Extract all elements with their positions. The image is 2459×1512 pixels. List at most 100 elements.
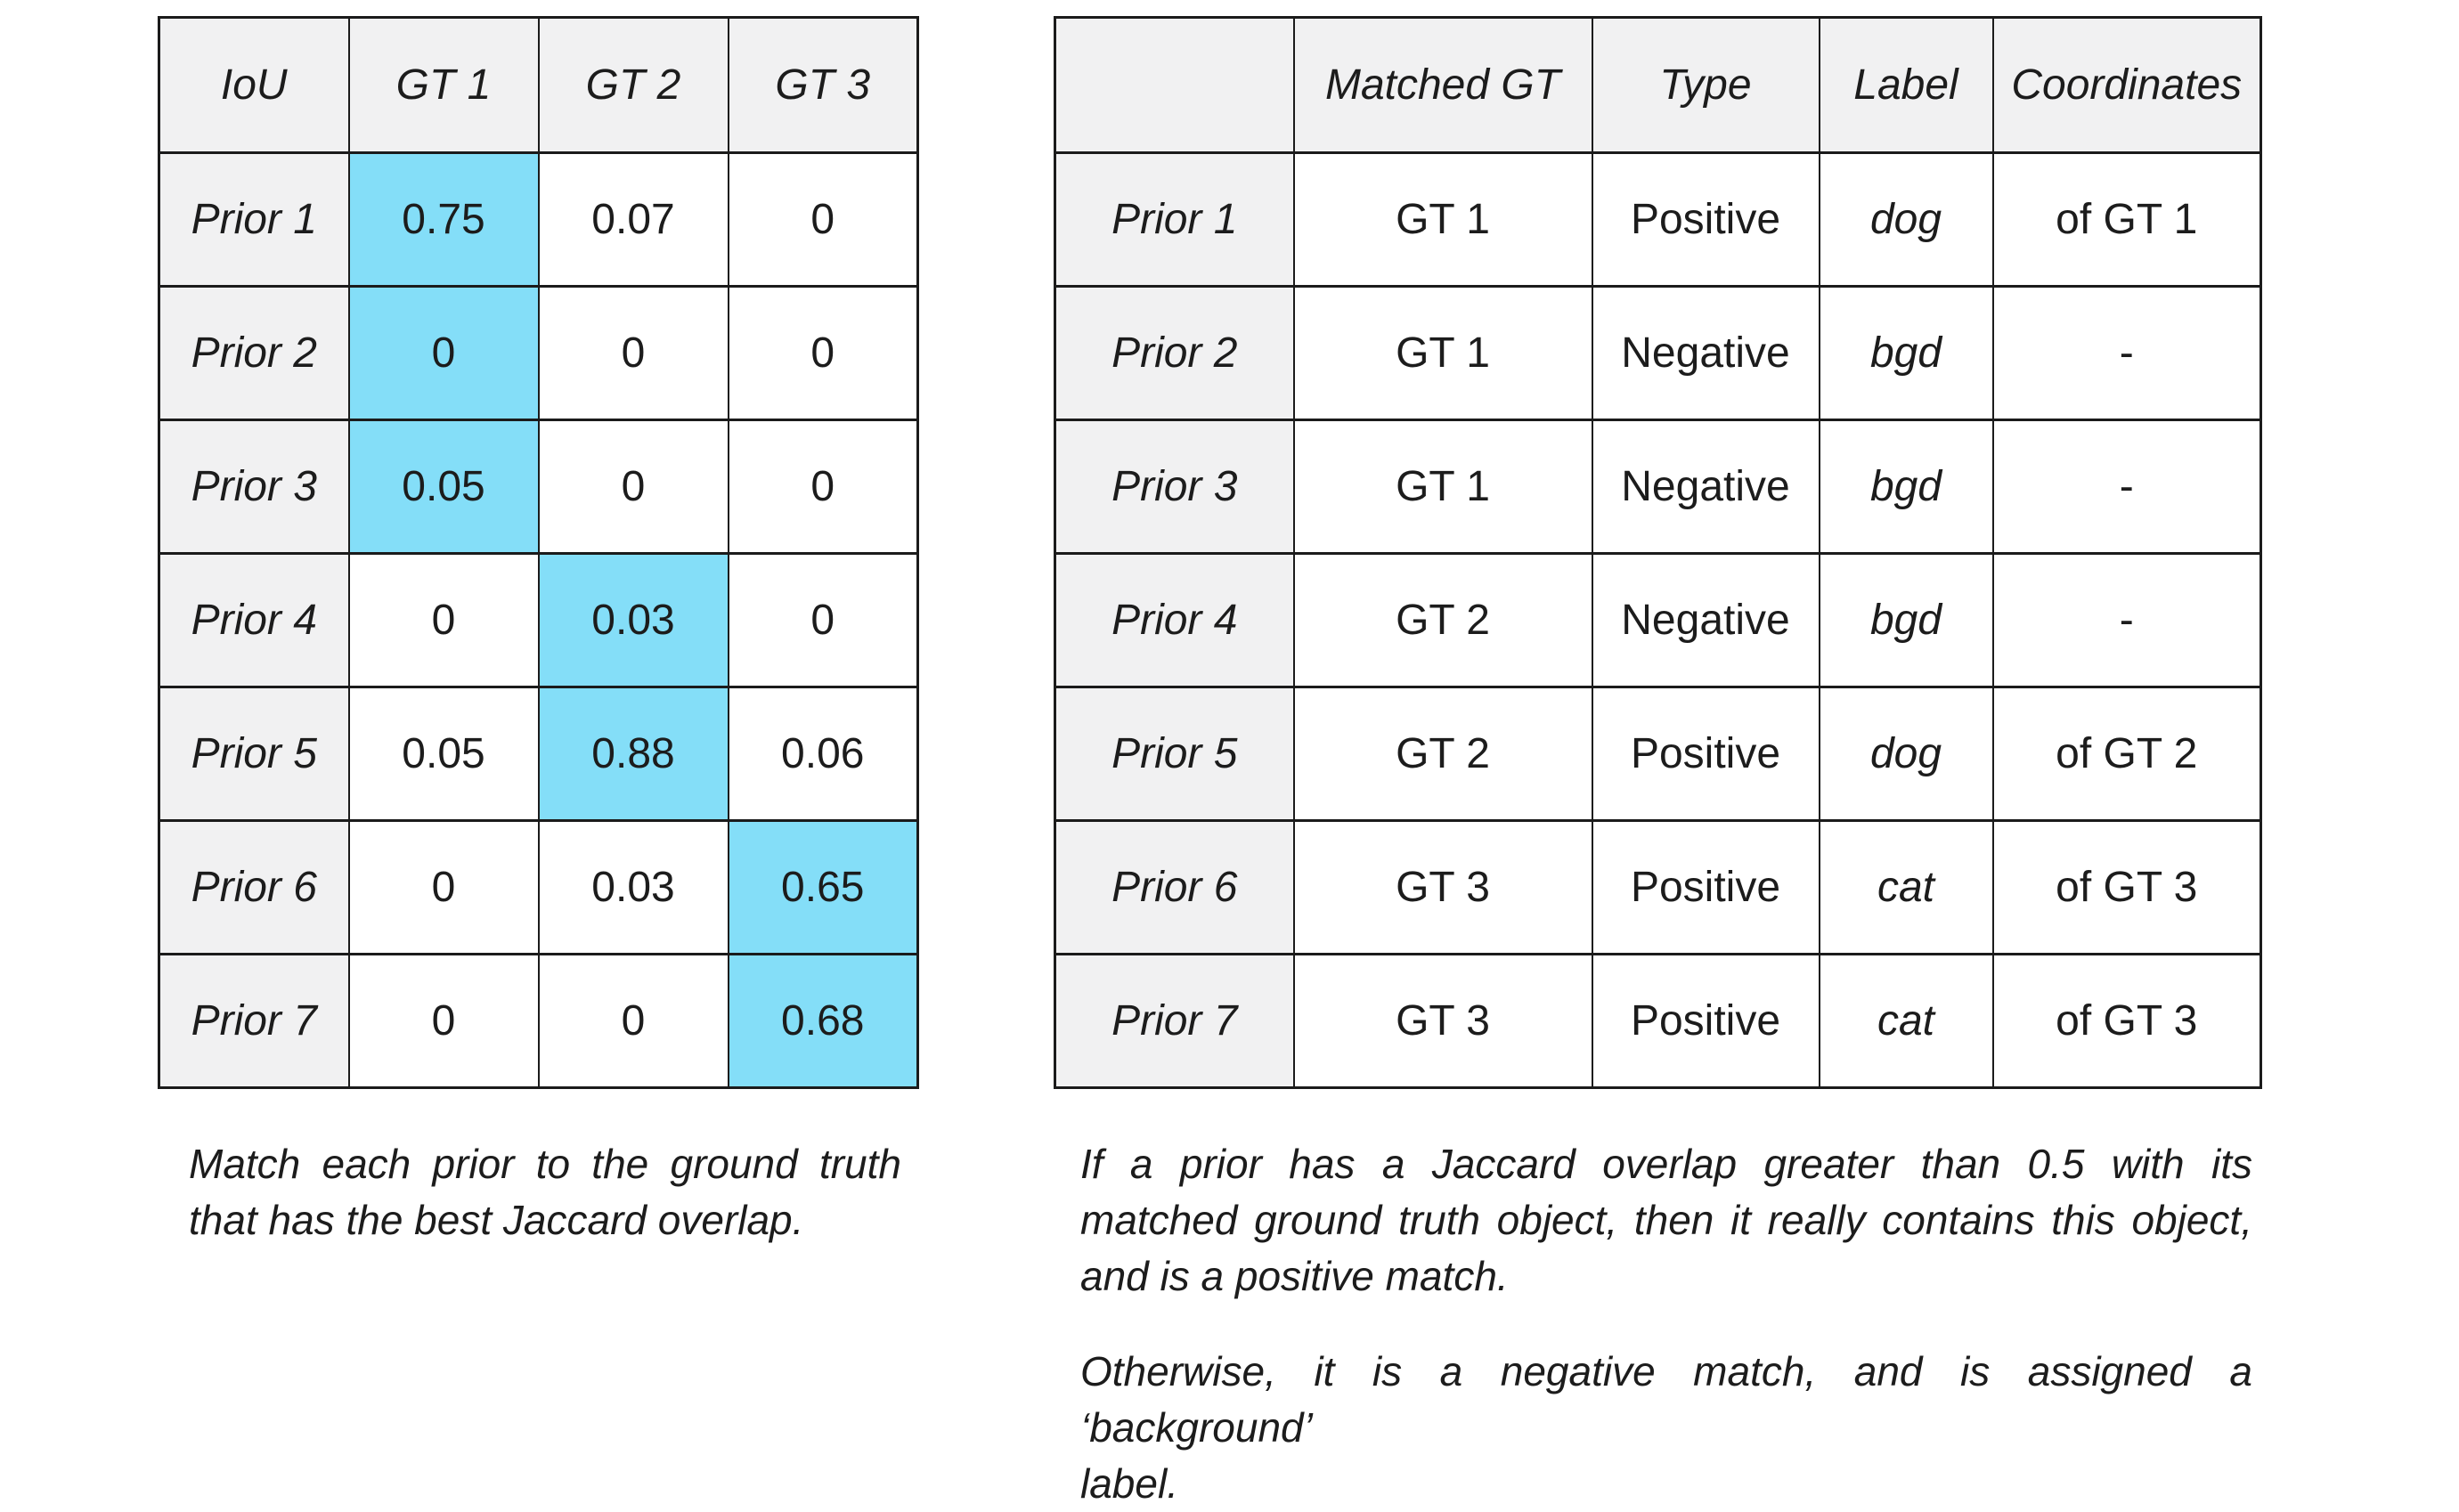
match-caption-paragraph-positive: If a prior has a Jaccard overlap greater…: [1080, 1136, 2252, 1305]
match-row-label: Prior 6: [1054, 819, 1295, 955]
caption-line: If a prior has a Jaccard overlap greater…: [1080, 1141, 2252, 1187]
caption-line: and is a positive match.: [1080, 1253, 1509, 1299]
iou-value-cell: 0.88: [537, 686, 729, 822]
iou-row-label: Prior 5: [158, 686, 350, 822]
class-label-cell: cat: [1818, 953, 1994, 1089]
iou-value-cell: 0.05: [347, 419, 540, 555]
coordinates-cell: of GT 2: [1991, 686, 2262, 822]
match-type-cell: Positive: [1591, 953, 1820, 1089]
match-caption-paragraph-negative: Otherwise, it is a negative match, and i…: [1080, 1344, 2252, 1512]
iou-value-cell: 0.75: [347, 151, 540, 288]
iou-value-cell: 0: [727, 552, 919, 688]
iou-value-cell: 0.68: [727, 953, 919, 1089]
match-type-cell: Negative: [1591, 285, 1820, 421]
iou-value-cell: 0: [537, 953, 729, 1089]
class-label-cell: bgd: [1818, 552, 1994, 688]
caption-line: that has the best Jaccard overlap.: [189, 1197, 804, 1243]
iou-corner-header: IoU: [158, 16, 350, 154]
match-type-cell: Positive: [1591, 819, 1820, 955]
match-row-label: Prior 3: [1054, 419, 1295, 555]
coordinates-cell: -: [1991, 285, 2262, 421]
matched-gt-cell: GT 1: [1292, 151, 1593, 288]
iou-value-cell: 0.05: [347, 686, 540, 822]
caption-line: label.: [1080, 1460, 1178, 1507]
match-table: Matched GT Type Label Coordinates Prior …: [1054, 16, 2262, 1089]
class-label-cell: bgd: [1818, 285, 1994, 421]
matched-gt-cell: GT 1: [1292, 285, 1593, 421]
coordinates-cell: of GT 3: [1991, 819, 2262, 955]
iou-row-label: Prior 7: [158, 953, 350, 1089]
caption-line: Otherwise, it is a negative match, and i…: [1080, 1348, 2252, 1451]
class-label-cell: cat: [1818, 819, 1994, 955]
iou-header-row: IoU GT 1 GT 2 GT 3: [158, 16, 919, 154]
iou-row-label: Prior 6: [158, 819, 350, 955]
match-row-label: Prior 1: [1054, 151, 1295, 288]
coordinates-cell: -: [1991, 552, 2262, 688]
caption-line: Match each prior to the ground truth: [189, 1141, 901, 1187]
class-label-cell: dog: [1818, 686, 1994, 822]
matched-gt-cell: GT 1: [1292, 419, 1593, 555]
matched-gt-cell: GT 3: [1292, 819, 1593, 955]
iou-col-header-gt1: GT 1: [347, 16, 540, 154]
iou-value-cell: 0: [537, 285, 729, 421]
iou-row-label: Prior 3: [158, 419, 350, 555]
matched-gt-cell: GT 2: [1292, 552, 1593, 688]
coordinates-cell: of GT 1: [1991, 151, 2262, 288]
match-table-caption: If a prior has a Jaccard overlap greater…: [1080, 1136, 2252, 1512]
iou-value-cell: 0: [727, 151, 919, 288]
coordinates-cell: of GT 3: [1991, 953, 2262, 1089]
matched-gt-cell: GT 3: [1292, 953, 1593, 1089]
iou-value-cell: 0.03: [537, 819, 729, 955]
match-row-label: Prior 5: [1054, 686, 1295, 822]
match-col-header-matched-gt: Matched GT: [1292, 16, 1593, 154]
iou-value-cell: 0.07: [537, 151, 729, 288]
match-row-label: Prior 2: [1054, 285, 1295, 421]
iou-col-header-gt2: GT 2: [537, 16, 729, 154]
match-type-cell: Negative: [1591, 552, 1820, 688]
caption-line: matched ground truth object, then it rea…: [1080, 1197, 2252, 1243]
iou-value-cell: 0.65: [727, 819, 919, 955]
match-row-label: Prior 4: [1054, 552, 1295, 688]
iou-row-label: Prior 2: [158, 285, 350, 421]
matched-gt-cell: GT 2: [1292, 686, 1593, 822]
iou-value-cell: 0: [347, 552, 540, 688]
iou-row-label: Prior 4: [158, 552, 350, 688]
coordinates-cell: -: [1991, 419, 2262, 555]
iou-value-cell: 0: [727, 285, 919, 421]
match-col-header-label: Label: [1818, 16, 1994, 154]
match-type-cell: Positive: [1591, 151, 1820, 288]
match-row-label: Prior 7: [1054, 953, 1295, 1089]
match-type-cell: Negative: [1591, 419, 1820, 555]
iou-value-cell: 0.06: [727, 686, 919, 822]
iou-row-label: Prior 1: [158, 151, 350, 288]
iou-value-cell: 0: [347, 819, 540, 955]
iou-value-cell: 0: [537, 419, 729, 555]
match-col-header-coordinates: Coordinates: [1991, 16, 2262, 154]
iou-col-header-gt3: GT 3: [727, 16, 919, 154]
iou-value-cell: 0: [347, 953, 540, 1089]
match-header-row: Matched GT Type Label Coordinates: [1054, 16, 2262, 154]
iou-value-cell: 0: [727, 419, 919, 555]
class-label-cell: bgd: [1818, 419, 1994, 555]
class-label-cell: dog: [1818, 151, 1994, 288]
iou-value-cell: 0: [347, 285, 540, 421]
match-col-header-type: Type: [1591, 16, 1820, 154]
match-corner-header: [1054, 16, 1295, 154]
